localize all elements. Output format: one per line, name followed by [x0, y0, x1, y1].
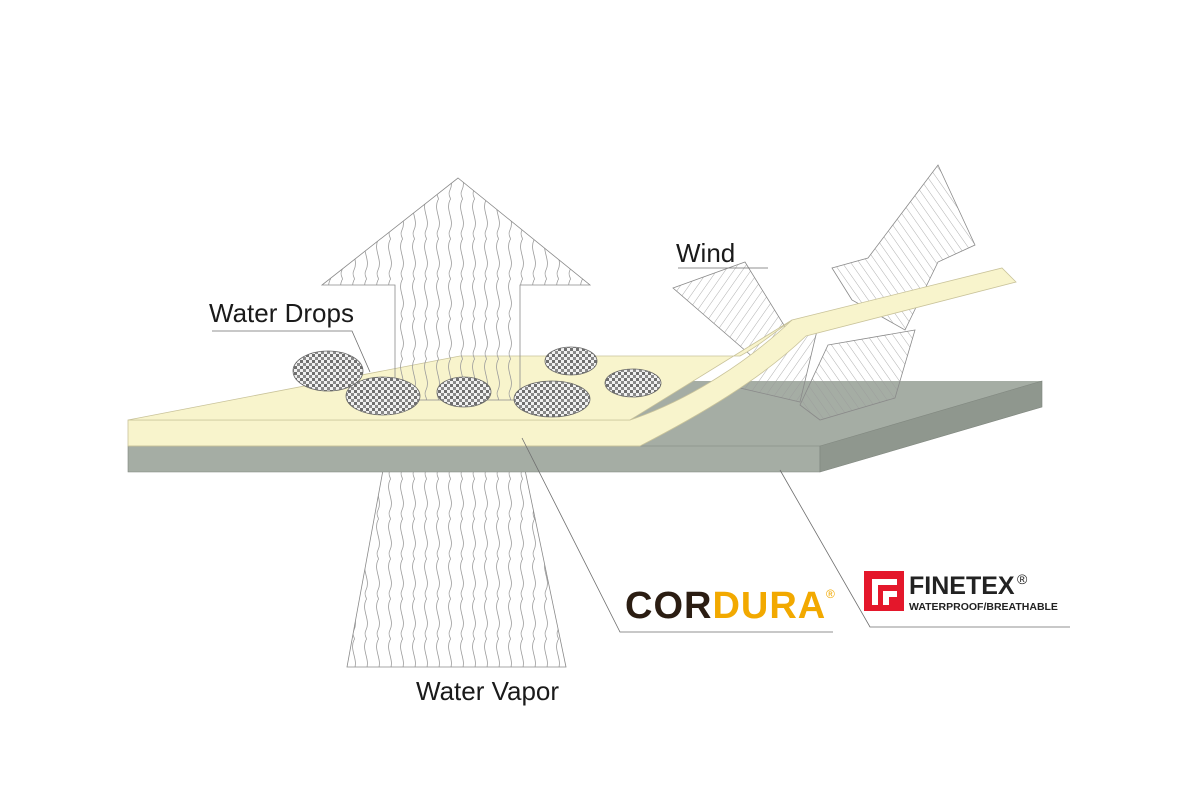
water-drop — [436, 376, 492, 408]
water-drops — [292, 346, 662, 418]
leader-lines — [212, 267, 1070, 633]
water-drops-leader — [212, 330, 371, 373]
water-vapor-label: Water Vapor — [416, 676, 559, 706]
finetex-registered-mark: ® — [1017, 571, 1028, 587]
water-vapor-arrow-upper — [320, 177, 592, 401]
cordura-accent-text: DURA — [712, 585, 826, 627]
base-layer-side — [819, 380, 1043, 473]
cordura-registered-mark: ® — [826, 587, 835, 601]
wind-label: Wind — [676, 238, 735, 268]
water-drop — [345, 376, 421, 416]
water-drop — [604, 368, 662, 398]
water-drop — [544, 346, 598, 376]
cordura-wordmark: CORDURA — [625, 585, 826, 627]
finetex-tagline: WATERPROOF/BREATHABLE — [909, 601, 1058, 613]
finetex-logo: FINETEX ® WATERPROOF/BREATHABLE — [864, 571, 1058, 613]
base-layer-front — [127, 445, 821, 473]
water-vapor-arrow-lower — [346, 469, 567, 668]
water-drops-label: Water Drops — [209, 298, 354, 328]
cordura-dark-text: COR — [625, 585, 712, 627]
finetex-name: FINETEX — [909, 572, 1015, 600]
wind-exit-arrow — [831, 164, 976, 331]
membrane-layer-top — [127, 267, 1017, 447]
cordura-logo: CORDURA ® — [625, 585, 835, 627]
finetex-leader — [779, 469, 1070, 628]
water-drop — [513, 380, 591, 418]
water-drop — [292, 350, 364, 392]
wind-through-arrow — [799, 329, 916, 421]
cordura-leader — [521, 437, 833, 633]
finetex-logo-glyph — [872, 579, 897, 605]
